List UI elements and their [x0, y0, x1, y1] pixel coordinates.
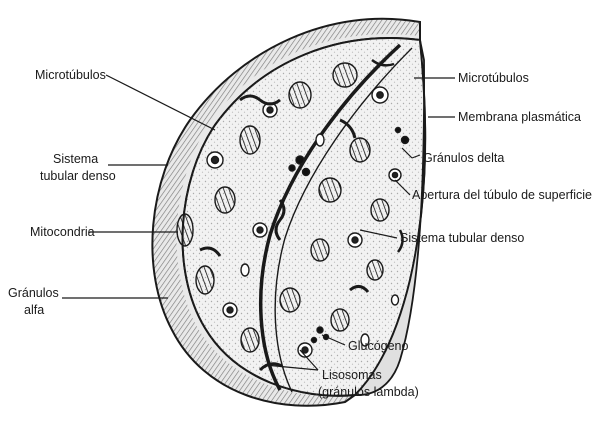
label-lisosomas-line1: Lisosomas	[322, 368, 382, 382]
label-granulos-alfa-line1: Gránulos	[8, 286, 59, 300]
glycogen-particle	[312, 338, 317, 343]
label-membrana-plasmatica: Membrana plasmática	[458, 110, 581, 124]
glycogen-particle	[317, 327, 323, 333]
granule-core	[377, 92, 383, 98]
granule-core	[392, 172, 397, 177]
granule-core	[257, 227, 263, 233]
label-sistema-tubular-right: Sistema tubular denso	[400, 231, 524, 245]
dense-granule	[296, 156, 304, 164]
label-microtubulos-right: Microtúbulos	[458, 71, 529, 85]
mitochondrion	[367, 260, 383, 280]
mitochondrion	[371, 199, 389, 221]
mitochondrion	[311, 239, 329, 261]
dense-granule	[289, 165, 295, 171]
mitochondrion	[177, 214, 193, 246]
label-lisosomas-line2: (gránulos lambda)	[318, 385, 419, 399]
mitochondrion	[319, 178, 341, 202]
mitochondrion	[280, 288, 300, 312]
mitochondrion	[215, 187, 235, 213]
mitochondrion	[331, 309, 349, 331]
granule-core	[352, 237, 358, 243]
label-granulos-delta: Gránulos delta	[423, 151, 504, 165]
vesicle	[241, 264, 249, 276]
mitochondrion	[333, 63, 357, 87]
mitochondrion	[196, 266, 214, 294]
granule-core	[212, 157, 219, 164]
label-microtubulos-left: Microtúbulos	[35, 68, 106, 82]
dense-granule	[402, 137, 409, 144]
mitochondrion	[240, 126, 260, 154]
mitochondrion	[350, 138, 370, 162]
label-sistema-tubular-left-line1: Sistema	[53, 152, 98, 166]
dense-granule	[303, 169, 310, 176]
label-sistema-tubular-left-line2: tubular denso	[40, 169, 116, 183]
granule-core	[267, 107, 273, 113]
label-apertura-tubulo: Apertura del túbulo de superficie	[412, 188, 592, 202]
mitochondrion	[289, 82, 311, 108]
leader-line	[106, 75, 215, 130]
vesicle	[392, 295, 399, 305]
label-glucogeno: Glucógeno	[348, 339, 409, 353]
mitochondrion	[241, 328, 259, 352]
label-mitocondria: Mitocondria	[30, 225, 95, 239]
label-granulos-alfa-line2: alfa	[24, 303, 44, 317]
granule-core	[302, 347, 308, 353]
dense-granule	[396, 128, 401, 133]
granule-core	[227, 307, 233, 313]
vesicle	[316, 134, 324, 146]
